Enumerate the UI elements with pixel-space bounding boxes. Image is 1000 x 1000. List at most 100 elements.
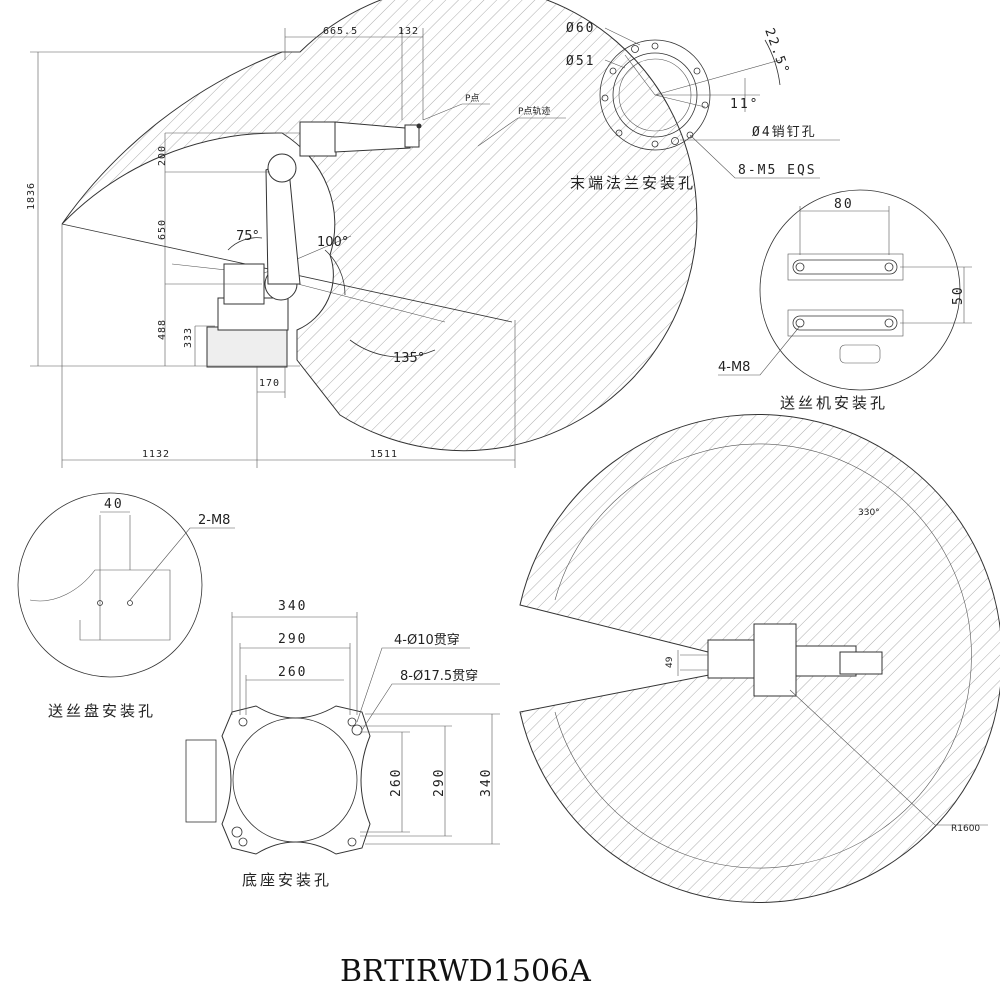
flange-angle-22-5: 22.5° [761,26,792,77]
spool-caption: 送丝盘安装孔 [48,702,156,720]
angle-75-arc [227,237,263,251]
robot-base [206,326,288,368]
feeder-slot-bottom [792,315,898,331]
feeder-holes-label: 4-M8 [718,360,750,375]
base-w2-label: 290 [278,632,307,647]
dim-650: 650 [157,219,168,240]
base-view: 340 290 260 260 290 340 4-Ø10贯穿 8-Ø17.5贯… [185,599,500,889]
screw-hole-8 [601,94,609,102]
spool-bracket [29,569,171,641]
angle-135-label: 135° [393,351,424,366]
base-h2-dim [360,725,452,837]
flange-pin-holes: Ø4销钉孔 [752,125,817,140]
dim-488: 488 [157,319,168,340]
spool-view: 40 2-M8 送丝盘安装孔 [17,492,235,720]
spool-guides [99,515,131,640]
p-trajectory-label: P点轨迹 [518,105,550,117]
base-w2-dim [239,643,351,715]
robot-top-motor [839,651,883,675]
side-workspace-area [61,0,698,452]
spool-hole-2 [127,600,133,606]
angle-135-arc [349,339,436,358]
feeder-hole-4 [884,318,894,328]
base-hole-6 [231,826,243,838]
flange-screw-holes: 8-M5 EQS [738,163,817,178]
top-radius-leader [789,689,988,826]
base-dim-line [194,325,215,366]
base-h1-label: 260 [389,768,404,797]
reach-dim-lines [61,224,516,468]
flange-dia-leaders [604,27,641,69]
top-radius-label: R1600 [951,824,980,834]
top-view: 49 330° R1600 [519,414,1000,903]
screw-hole-5 [686,131,694,139]
base-holes-a-leader [356,647,470,723]
dim-1511: 1511 [370,449,398,460]
feeder-plate-top [787,253,904,281]
angle-100-label: 100° [317,235,348,250]
p-point-label: P点 [465,93,479,104]
robot-forearm-motor [299,121,337,157]
spool-holes-label: 2-M8 [198,513,230,528]
feeder-plate-bottom [787,309,904,337]
screw-hole-7 [615,129,623,137]
pin-hole-1 [631,45,639,53]
screw-hole-6 [651,140,659,148]
feeder-w-label: 80 [834,197,854,212]
base-side-housing [185,739,217,823]
base-h3-label: 340 [479,768,494,797]
flange-caption: 末端法兰安装孔 [570,174,696,192]
top-angle-label: 330° [858,508,880,518]
screw-hole-2 [651,42,659,50]
angle-guide-lower [289,281,446,323]
flange-view: Ø60 Ø51 22.5° 11° Ø4销钉孔 8-M5 EQS 末端法兰安装孔 [566,21,840,192]
feeder-h-label: 50 [951,285,966,305]
arm-dim-lines [164,132,300,366]
pin-hole-2 [671,137,679,145]
spool-holes-leader [129,527,235,601]
feeder-hole-3 [795,318,805,328]
base-bore [232,717,358,843]
top-inner-arc [554,443,972,869]
feeder-h-dim [900,266,972,324]
robot-top [707,623,883,697]
base-holes-a-label: 4-Ø10贯穿 [394,632,460,648]
p-trajectory-leader [477,117,566,147]
base-w1-label: 340 [278,599,307,614]
screw-hole-3 [693,67,701,75]
flange-construction-lines [624,54,781,108]
robot-forearm [334,121,411,153]
feeder-holes-leader [718,325,801,376]
feeder-detail-circle [759,189,961,391]
top-dim-49-label: 49 [665,656,675,668]
feeder-hole-2 [884,262,894,272]
dim-665-5: 665.5 [323,26,358,37]
wire-feeder-view: 80 50 4-M8 送丝机安装孔 [718,189,972,412]
spool-hole-1 [97,600,103,606]
screw-hole-leader [689,134,820,179]
robot-elbow [267,153,297,183]
base-w1-dim [231,612,358,715]
model-title: BRTIRWD1506A [340,954,591,989]
top-dim-lines [284,28,424,120]
robot-wrist [404,124,420,148]
base-h1-dim [360,731,410,833]
dim-1132: 1132 [142,449,170,460]
dim-200: 200 [157,145,168,166]
dim-1836: 1836 [26,182,37,210]
top-dim-49 [677,650,708,676]
base-hole-4 [347,837,357,847]
base-caption: 底座安装孔 [242,871,332,889]
base-holes-b-label: 8-Ø17.5贯穿 [400,668,478,684]
dim-170: 170 [259,378,280,389]
feeder-w-dim [799,206,890,255]
offset-dim-line [257,366,286,398]
feeder-caption: 送丝机安装孔 [780,394,888,412]
dim-132: 132 [398,26,419,37]
base-holes-b-leader [361,683,500,731]
base-h2-label: 290 [432,768,447,797]
screw-hole-4 [701,101,709,109]
spool-detail-circle [17,492,203,678]
angle-22-5-arc [764,39,781,86]
